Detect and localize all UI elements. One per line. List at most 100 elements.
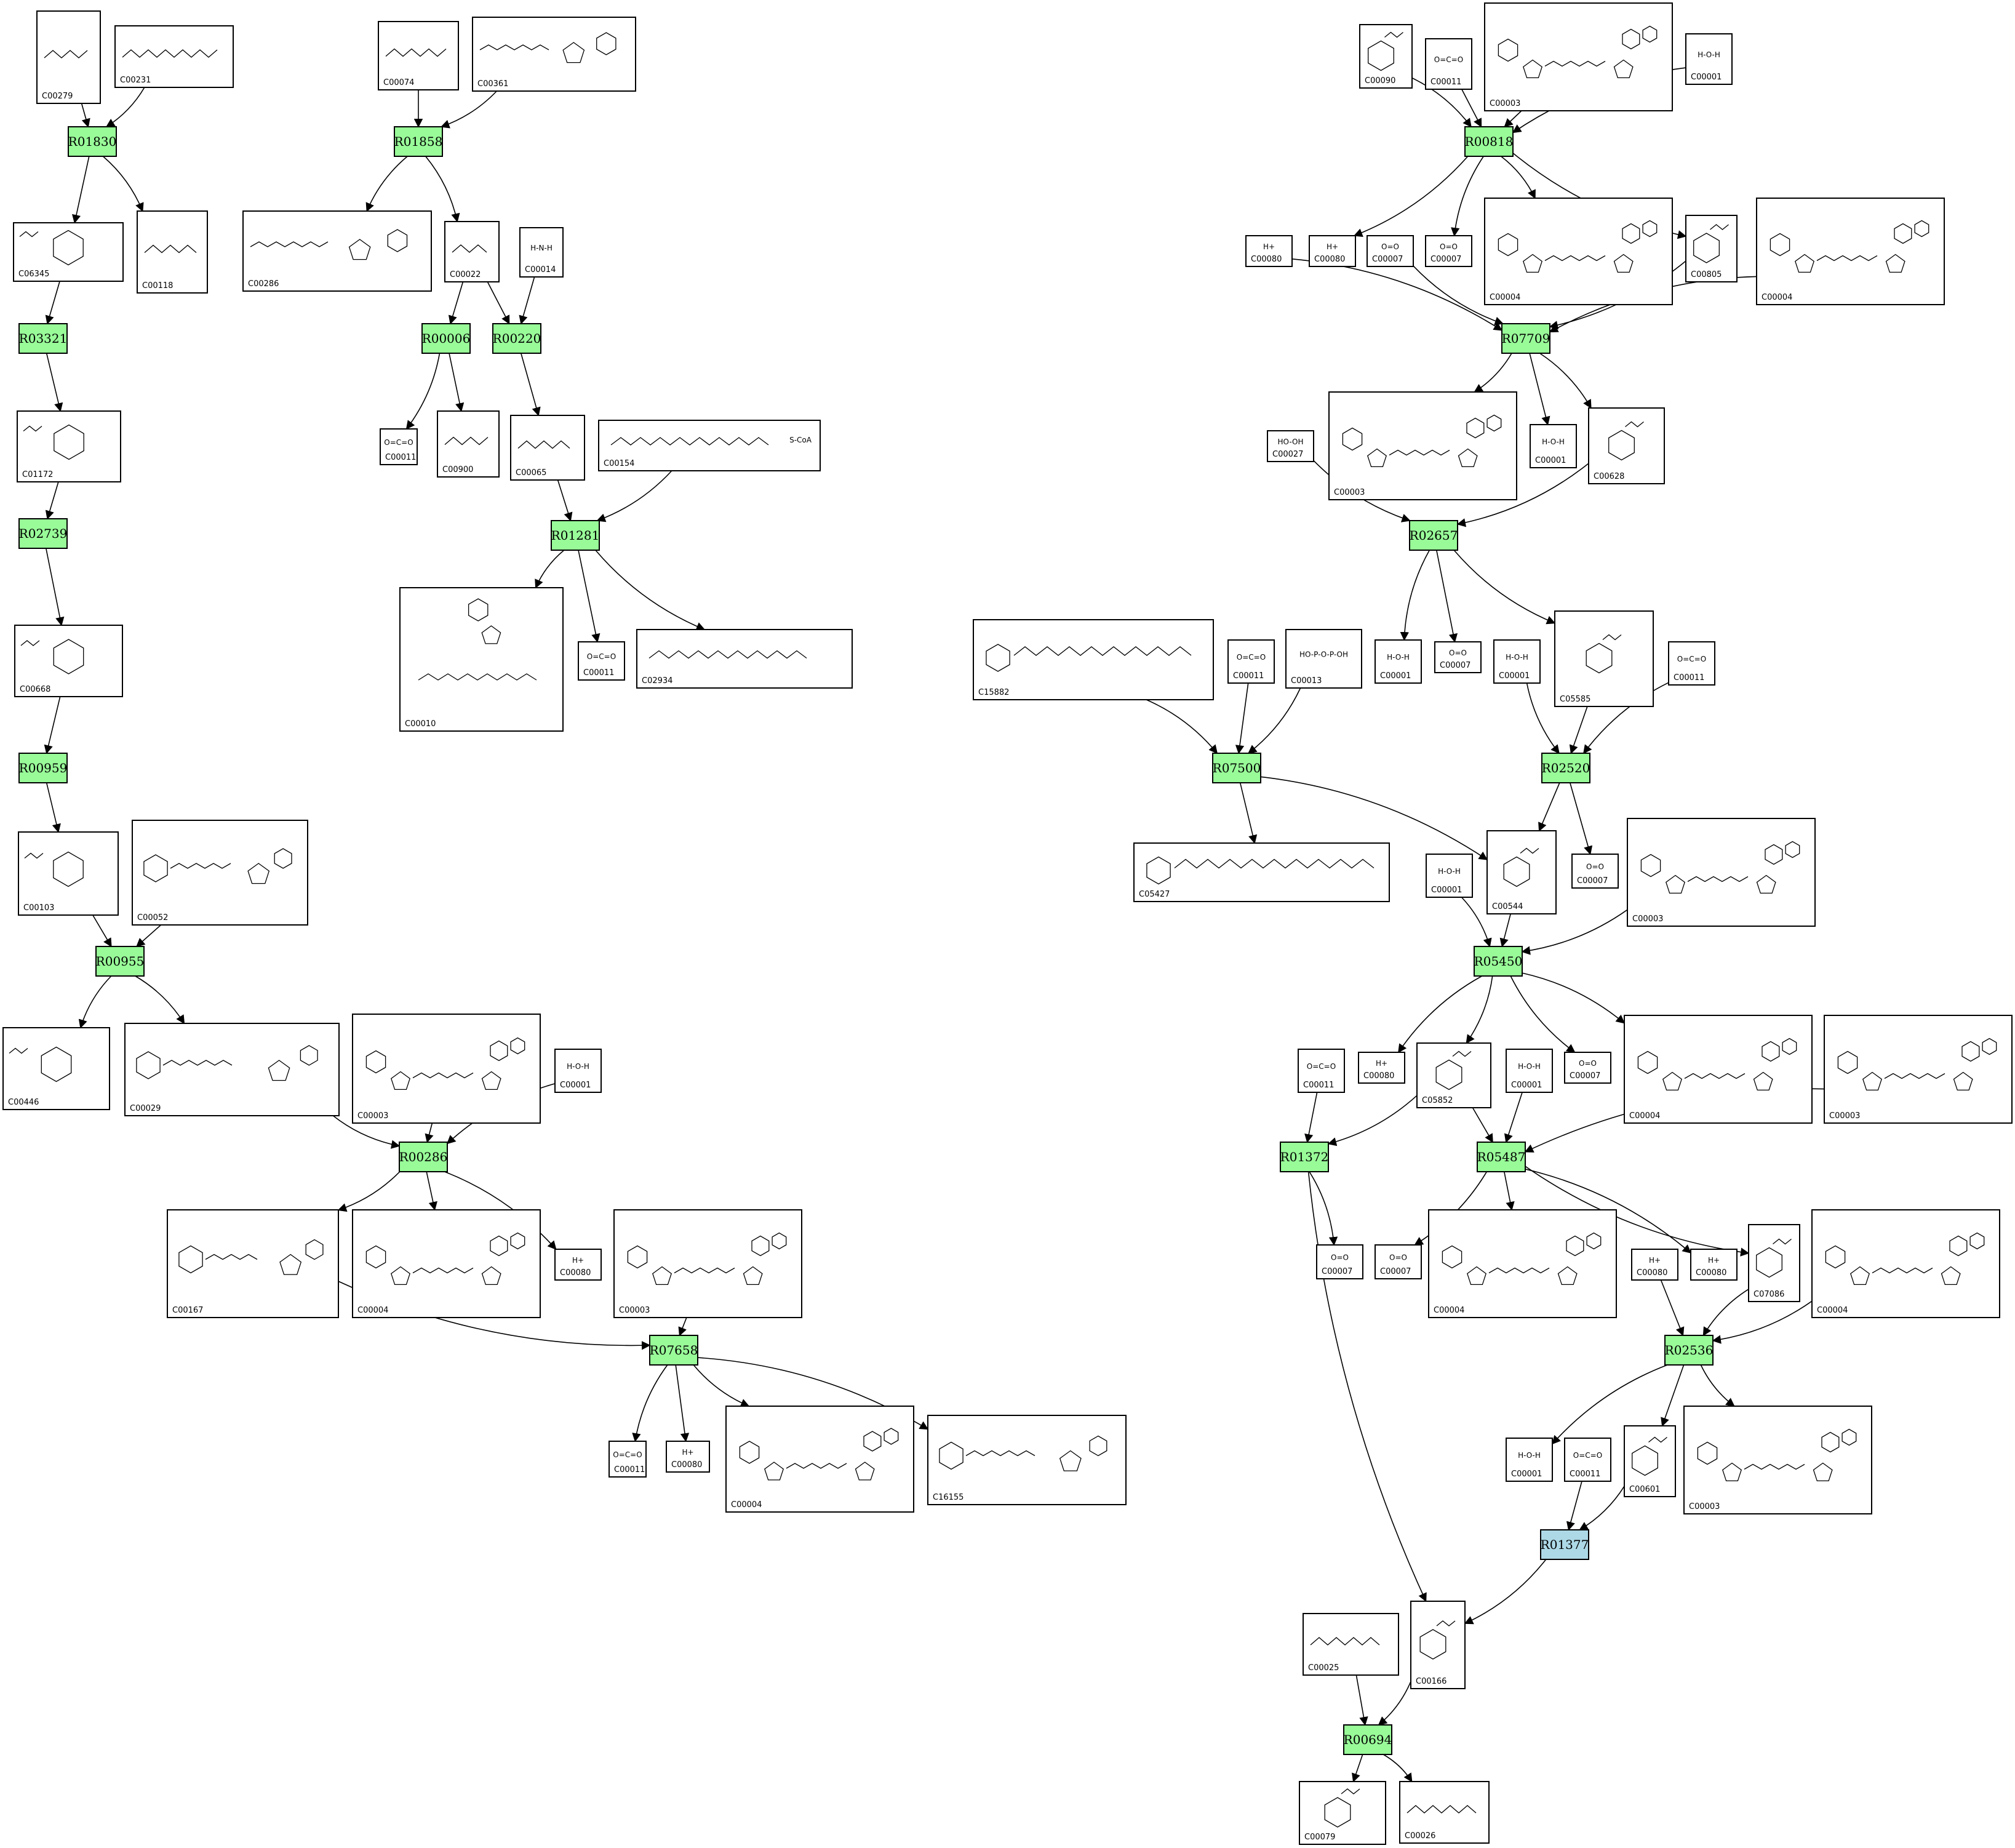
compound-node[interactable]: C00446 — [2, 1027, 110, 1110]
compound-node[interactable]: C00279 — [36, 10, 101, 104]
compound-node[interactable]: C00025 — [1303, 1613, 1399, 1676]
compound-node[interactable]: C00003 — [613, 1209, 802, 1318]
reaction-node[interactable]: R07709 — [1501, 323, 1550, 354]
compound-node[interactable]: C00004 — [1484, 198, 1673, 305]
compound-node[interactable]: H+C00080 — [1245, 235, 1293, 267]
compound-node[interactable]: C05427 — [1133, 842, 1390, 902]
compound-node[interactable]: C00004 — [725, 1406, 914, 1513]
compound-node[interactable]: H+C00080 — [1358, 1052, 1405, 1084]
compound-node[interactable]: C00805 — [1685, 215, 1738, 282]
compound-node[interactable]: C00004 — [352, 1209, 541, 1318]
compound-node[interactable]: H+C00080 — [1309, 235, 1356, 267]
compound-node[interactable]: C00361 — [472, 17, 636, 92]
compound-node[interactable]: C00103 — [18, 831, 119, 916]
reaction-node[interactable]: R07658 — [649, 1335, 698, 1366]
compound-node[interactable]: C00286 — [242, 210, 432, 292]
reaction-node[interactable]: R05450 — [1474, 946, 1523, 977]
reaction-node[interactable]: R00286 — [399, 1142, 448, 1172]
reaction-node[interactable]: R02739 — [18, 518, 68, 549]
compound-node[interactable]: C00544 — [1486, 830, 1557, 914]
compound-node[interactable]: C00003 — [1328, 391, 1517, 500]
reaction-node[interactable]: R01372 — [1280, 1142, 1329, 1172]
compound-node[interactable]: C00004 — [1428, 1209, 1617, 1318]
compound-node[interactable]: C00004 — [1756, 198, 1945, 305]
reaction-node[interactable]: R00694 — [1343, 1724, 1392, 1755]
reaction-node[interactable]: R00955 — [95, 946, 145, 977]
compound-node[interactable]: C00003 — [1484, 2, 1673, 111]
reaction-node[interactable]: R03321 — [18, 323, 68, 354]
compound-node[interactable]: C05585 — [1554, 610, 1654, 707]
reaction-node[interactable]: R00818 — [1464, 126, 1514, 157]
compound-node[interactable]: H+C00080 — [666, 1441, 710, 1473]
reaction-node[interactable]: R07500 — [1212, 753, 1261, 783]
reaction-node[interactable]: R02536 — [1664, 1335, 1714, 1366]
compound-node[interactable]: C00022 — [444, 221, 500, 282]
compound-node[interactable]: C00004 — [1624, 1015, 1813, 1124]
compound-node[interactable]: H+C00080 — [1690, 1249, 1738, 1281]
compound-node[interactable]: H+C00080 — [1631, 1249, 1678, 1281]
compound-node[interactable]: C00166 — [1410, 1601, 1466, 1689]
compound-node[interactable]: H+C00080 — [554, 1249, 602, 1281]
compound-node[interactable]: C06345 — [13, 222, 124, 282]
compound-node[interactable]: C00090 — [1359, 24, 1413, 89]
compound-node[interactable]: C00118 — [137, 210, 208, 294]
reaction-node[interactable]: R05487 — [1477, 1142, 1526, 1172]
compound-node[interactable]: C00628 — [1588, 407, 1665, 484]
reaction-node[interactable]: R01830 — [68, 126, 117, 157]
compound-node[interactable]: C00029 — [124, 1023, 340, 1116]
reaction-node[interactable]: R02657 — [1409, 520, 1458, 551]
reaction-node[interactable]: R01858 — [394, 126, 443, 157]
compound-node[interactable]: C00065 — [510, 415, 585, 481]
compound-node[interactable]: C00231 — [114, 25, 234, 88]
compound-node[interactable]: C00900 — [437, 410, 500, 478]
compound-node[interactable]: C00601 — [1624, 1425, 1676, 1497]
reaction-node[interactable]: R02520 — [1541, 753, 1590, 783]
compound-node[interactable]: C00010 — [399, 587, 564, 732]
reaction-node[interactable]: R00959 — [18, 753, 68, 783]
compound-node[interactable]: C07086 — [1748, 1224, 1800, 1302]
reaction-node[interactable]: R01377 — [1540, 1529, 1589, 1560]
compound-node[interactable]: C00026 — [1399, 1781, 1490, 1844]
compound-node[interactable]: C00052 — [132, 820, 308, 926]
compound-node[interactable]: C05852 — [1416, 1042, 1491, 1108]
compound-node[interactable]: C00003 — [1627, 818, 1816, 927]
compound-node[interactable]: C00003 — [1683, 1406, 1872, 1514]
compound-node[interactable]: C00003 — [1824, 1015, 2013, 1124]
compound-node[interactable]: C00079 — [1299, 1781, 1386, 1845]
compound-node[interactable]: C01172 — [17, 410, 121, 482]
compound-node[interactable]: C00074 — [378, 21, 459, 90]
compound-node[interactable]: C00668 — [14, 625, 123, 697]
reaction-node[interactable]: R00220 — [492, 323, 541, 354]
reaction-node[interactable]: R00006 — [421, 323, 471, 354]
reaction-node[interactable]: R01281 — [551, 520, 600, 551]
compound-node[interactable]: C00004 — [1811, 1209, 2000, 1318]
compound-node[interactable]: C02934 — [636, 629, 853, 689]
compound-node[interactable]: C16155 — [927, 1415, 1127, 1505]
